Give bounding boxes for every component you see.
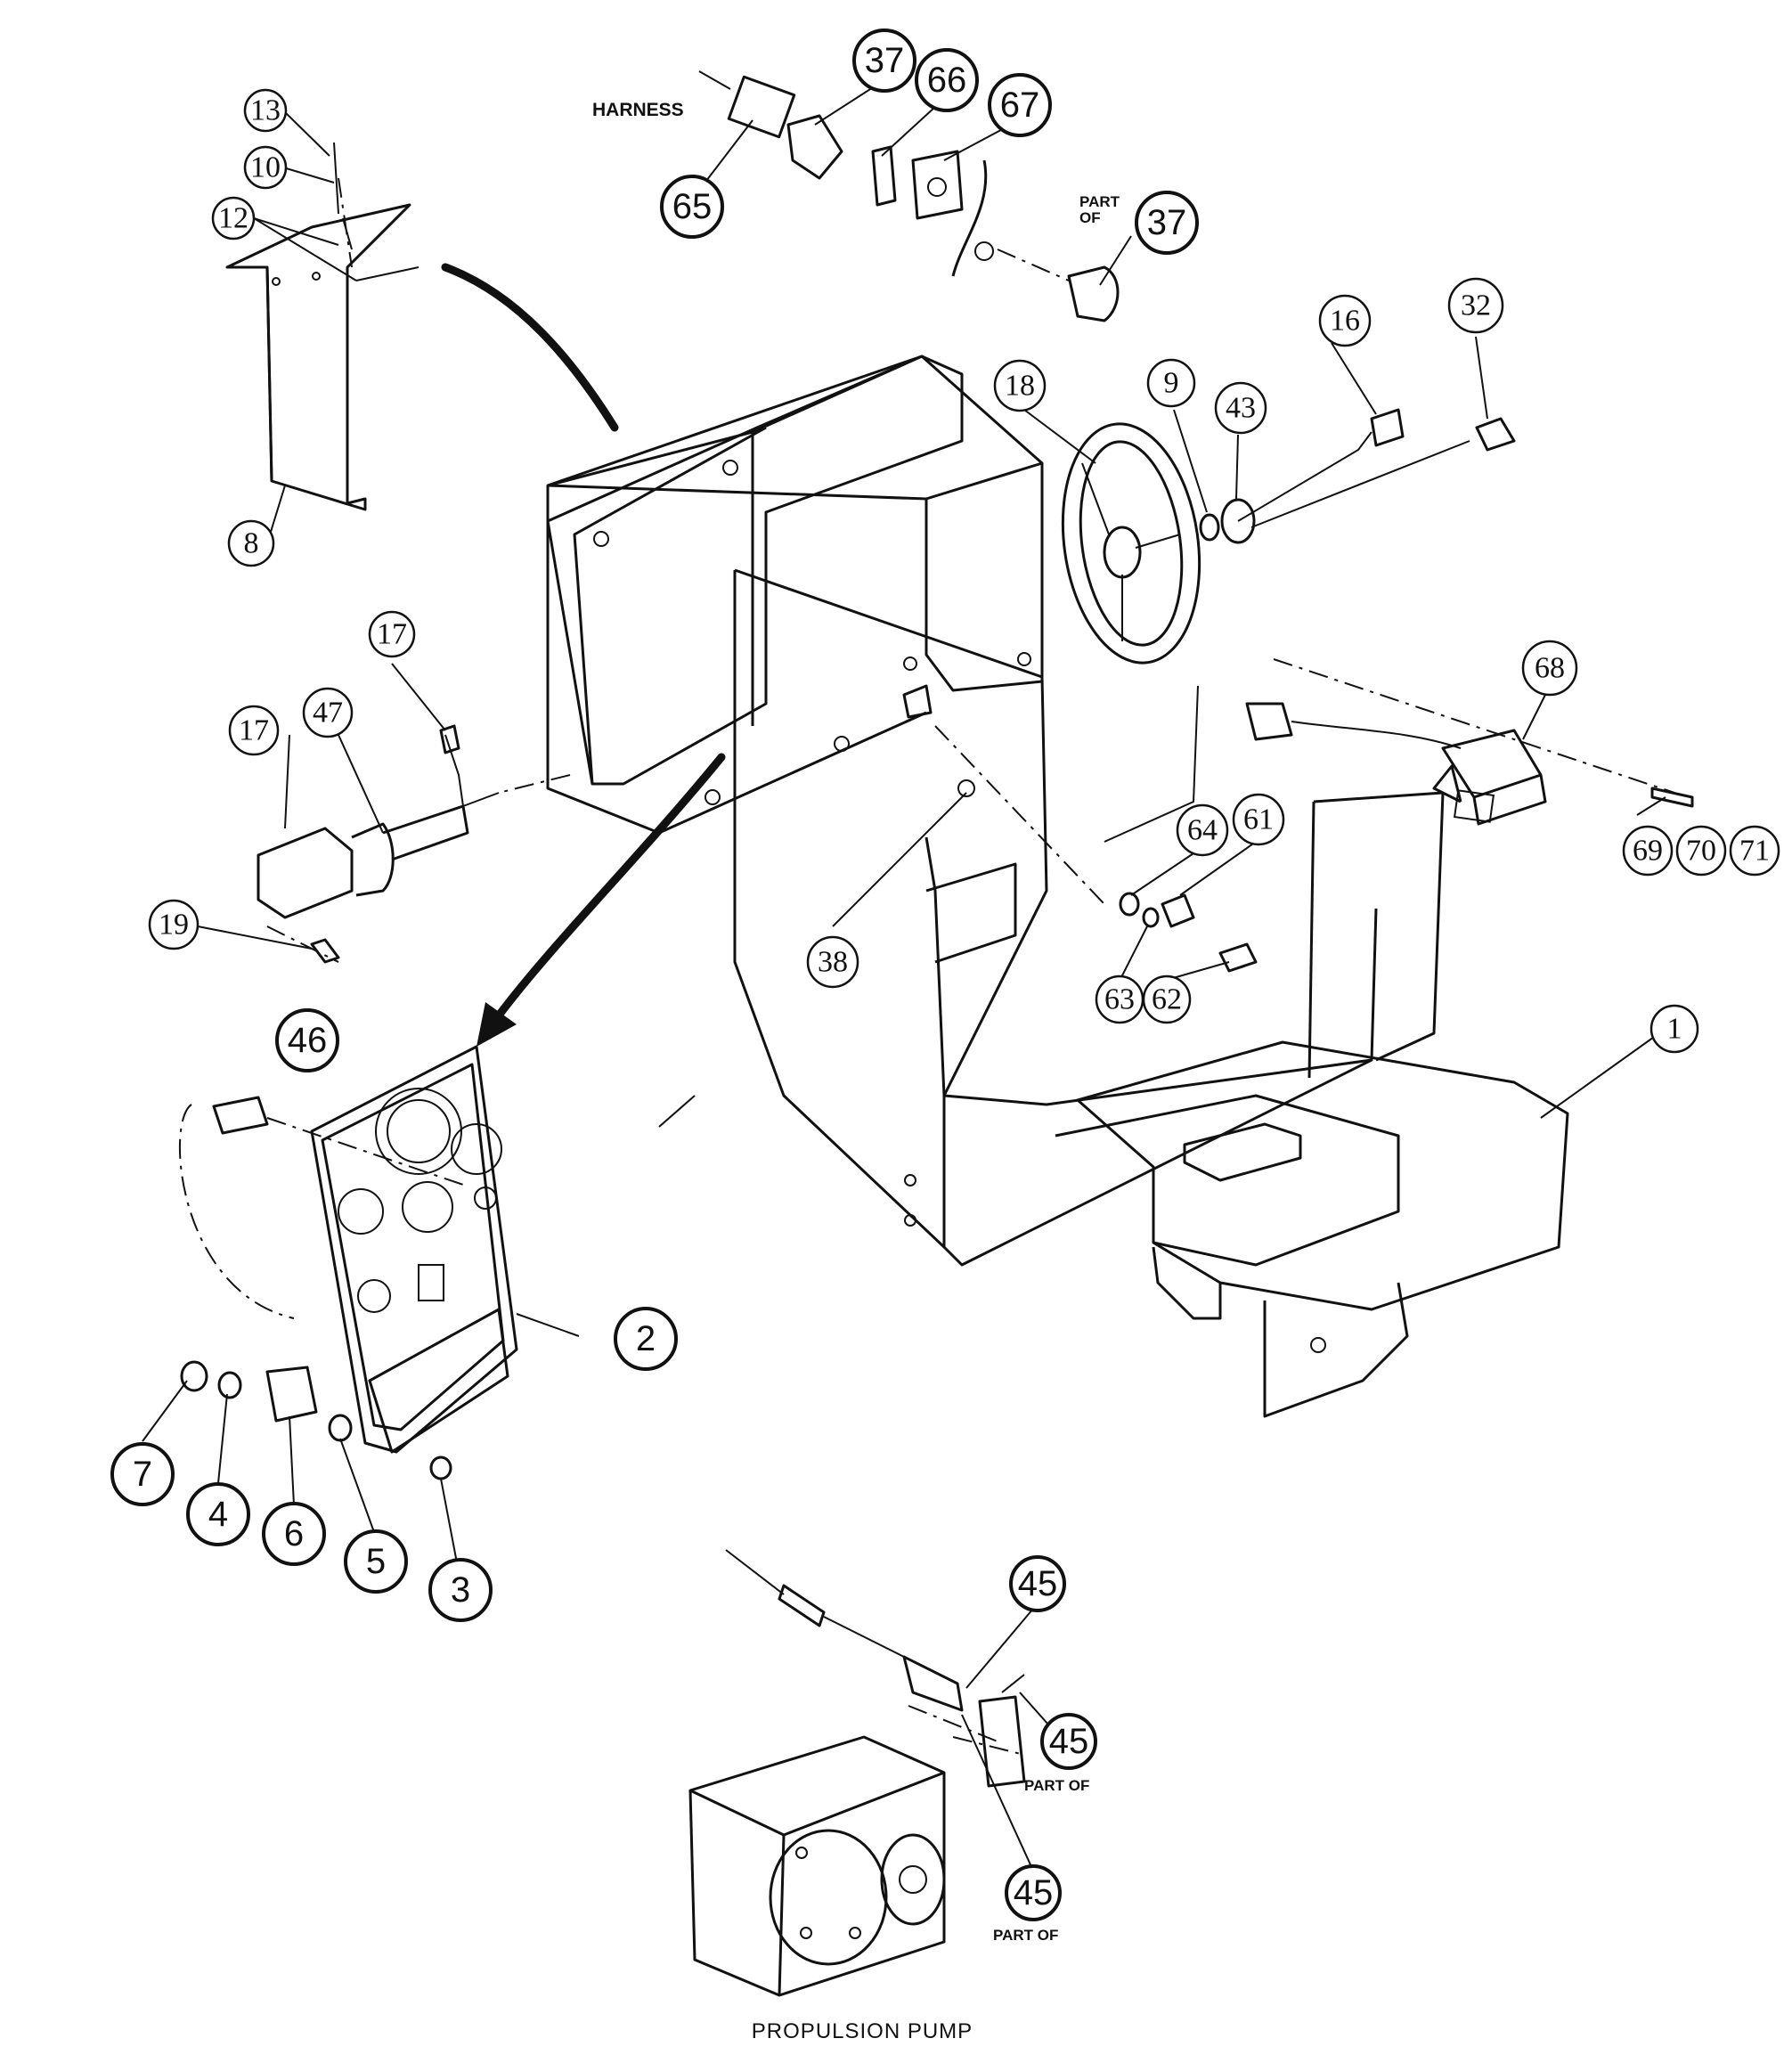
- callout-13: 13: [243, 88, 288, 133]
- callout-45-top-label: 45: [1018, 1564, 1058, 1603]
- callout-17-upper: 17: [368, 610, 416, 658]
- panel-cover-8: [225, 142, 419, 511]
- callout-17-upper-label: 17: [377, 618, 407, 651]
- callout-63-label: 63: [1104, 983, 1135, 1016]
- callout-37-part-of: 37: [1135, 191, 1199, 255]
- callout-19: 19: [148, 899, 200, 950]
- callout-7: 7: [110, 1442, 175, 1506]
- callout-37-top: 37: [852, 29, 916, 93]
- callout-62-label: 62: [1152, 983, 1182, 1016]
- callout-43-label: 43: [1226, 392, 1256, 425]
- steering-wheel-18: [1061, 408, 1516, 665]
- mounting-hardware: [902, 684, 1258, 973]
- callout-67: 67: [988, 73, 1052, 137]
- callout-8: 8: [227, 519, 275, 567]
- callout-3: 3: [428, 1558, 493, 1622]
- callout-9: 9: [1146, 358, 1196, 408]
- callout-68-label: 68: [1535, 652, 1565, 685]
- console-body: [546, 355, 1569, 1418]
- callout-46: 46: [275, 1008, 339, 1072]
- callout-45-part-of-1: 45: [1040, 1713, 1097, 1770]
- callout-66-label: 66: [927, 61, 967, 100]
- callout-46-label: 46: [288, 1021, 328, 1060]
- callout-47: 47: [302, 687, 354, 738]
- callout-5: 5: [344, 1529, 408, 1594]
- callout-4-label: 4: [208, 1495, 228, 1534]
- callout-64-label: 64: [1187, 814, 1218, 847]
- switch-assembly-17-47: [257, 724, 571, 964]
- callout-6: 6: [262, 1502, 326, 1566]
- ignition-switch-assembly: [698, 70, 1120, 322]
- leader-lines: [142, 84, 1666, 1871]
- instrument-panel-2: [310, 1045, 518, 1454]
- callout-10: 10: [243, 145, 288, 190]
- callout-6-label: 6: [284, 1514, 304, 1553]
- harness-label: HARNESS: [592, 100, 684, 120]
- propulsion-pump: [688, 1549, 1026, 1997]
- part-of-45-label-2: PART OF: [993, 1927, 1058, 1944]
- callout-66: 66: [915, 48, 979, 112]
- arrow-head: [477, 1002, 517, 1047]
- callout-8-label: 8: [244, 527, 259, 560]
- callout-17-lower: 17: [228, 705, 280, 756]
- part-of-37-line1: PART: [1079, 193, 1120, 210]
- callout-18: 18: [993, 359, 1047, 412]
- callout-68: 68: [1521, 640, 1578, 697]
- callout-37-part-of-label: 37: [1147, 203, 1187, 242]
- callout-2: 2: [614, 1307, 678, 1371]
- callout-32-label: 32: [1461, 289, 1491, 322]
- callout-4: 4: [186, 1482, 250, 1546]
- callout-45-part-of-2: 45: [1005, 1864, 1062, 1921]
- callout-12: 12: [211, 196, 256, 241]
- callout-18-label: 18: [1005, 370, 1035, 403]
- callout-12-label: 12: [218, 202, 248, 235]
- arrow-housing-to-panel: [494, 753, 726, 1020]
- callout-65-label: 65: [672, 187, 713, 226]
- callout-45-part-of-1-label: 45: [1049, 1722, 1089, 1761]
- callout-63: 63: [1095, 974, 1144, 1024]
- arrow-cover-to-housing: [441, 263, 619, 432]
- callout-70-label: 70: [1686, 835, 1716, 868]
- callout-16-label: 16: [1330, 305, 1360, 338]
- callout-47-label: 47: [313, 697, 343, 730]
- callout-43: 43: [1214, 381, 1267, 435]
- part-of-45-label-1: PART OF: [1024, 1777, 1089, 1794]
- callout-10-label: 10: [250, 151, 281, 184]
- callout-62: 62: [1142, 974, 1192, 1024]
- callout-45-part-of-2-label: 45: [1014, 1873, 1054, 1912]
- callout-9-label: 9: [1164, 367, 1179, 400]
- callout-61: 61: [1232, 793, 1285, 846]
- callout-61-label: 61: [1243, 803, 1274, 836]
- connector-68: [1245, 658, 1694, 826]
- callout-64: 64: [1176, 803, 1229, 857]
- callout-69-label: 69: [1633, 835, 1663, 868]
- callout-38-label: 38: [818, 946, 848, 979]
- callout-70: 70: [1675, 825, 1727, 877]
- callout-37-top-label: 37: [865, 41, 905, 80]
- callout-32: 32: [1447, 277, 1504, 334]
- callout-71: 71: [1729, 825, 1780, 877]
- callout-1: 1: [1649, 1004, 1699, 1054]
- callout-13-label: 13: [250, 94, 281, 127]
- callout-19-label: 19: [159, 909, 189, 942]
- callout-2-label: 2: [636, 1319, 656, 1358]
- callout-5-label: 5: [366, 1542, 386, 1581]
- callout-16: 16: [1318, 294, 1372, 347]
- callout-1-label: 1: [1667, 1013, 1682, 1046]
- part-of-37-line2: OF: [1079, 209, 1101, 226]
- propulsion-pump-caption: PROPULSION PUMP: [752, 2019, 973, 2043]
- callout-65: 65: [660, 175, 724, 239]
- callout-17-lower-label: 17: [239, 714, 269, 747]
- callout-45-top: 45: [1009, 1555, 1066, 1612]
- callout-71-label: 71: [1739, 835, 1770, 868]
- panel-hardware: [178, 1096, 464, 1480]
- callout-67-label: 67: [1000, 86, 1040, 125]
- callout-69: 69: [1622, 825, 1674, 877]
- callout-3-label: 3: [451, 1570, 470, 1610]
- callout-38: 38: [806, 935, 859, 989]
- callout-7-label: 7: [133, 1455, 152, 1494]
- dashboard-housing: [546, 355, 964, 805]
